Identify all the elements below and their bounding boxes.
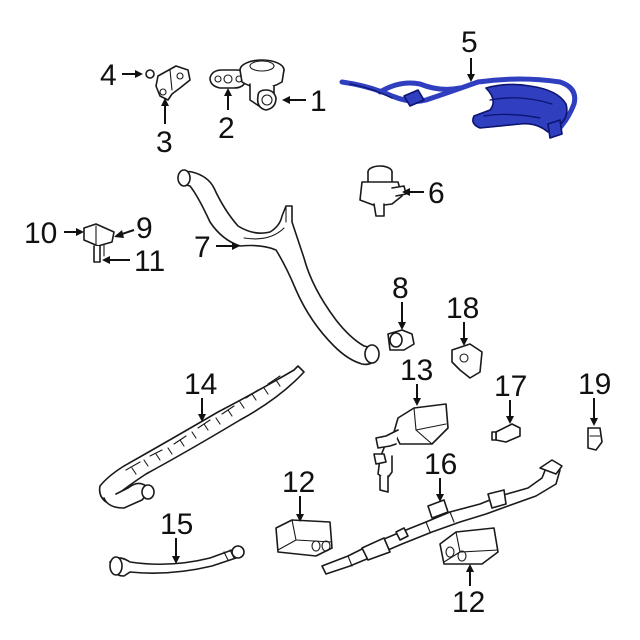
callout-8[interactable]: 8: [392, 272, 409, 305]
part-10-sensor[interactable]: [83, 223, 115, 247]
part-17-sensor[interactable]: [491, 423, 521, 443]
callout-4[interactable]: 4: [100, 59, 117, 92]
part-3-bracket[interactable]: [155, 65, 191, 101]
part-18-bracket[interactable]: [451, 343, 483, 379]
part-13-canister[interactable]: [373, 403, 449, 493]
callout-6[interactable]: 6: [428, 177, 445, 210]
callout-12-left[interactable]: 12: [282, 466, 315, 499]
part-4-oring[interactable]: [145, 69, 155, 79]
callout-labels: 1 2 3 4 5 6 7 8 9 10 11 12 12 13 14 15 1…: [24, 26, 611, 619]
callout-1[interactable]: 1: [310, 85, 327, 118]
callout-11[interactable]: 11: [134, 245, 165, 278]
leader-lines: [64, 58, 598, 586]
part-16-exhaust-assembly[interactable]: [321, 459, 563, 575]
callout-12-right[interactable]: 12: [452, 586, 485, 619]
callout-7[interactable]: 7: [194, 231, 211, 264]
callout-10[interactable]: 10: [24, 217, 57, 250]
callout-18[interactable]: 18: [446, 292, 479, 325]
part-7-egr-pipe[interactable]: [177, 169, 380, 366]
callout-3[interactable]: 3: [156, 126, 173, 159]
callout-15[interactable]: 15: [160, 508, 193, 541]
callout-17[interactable]: 17: [494, 370, 527, 403]
part-1-egr-valve[interactable]: [239, 59, 285, 111]
callout-14[interactable]: 14: [184, 368, 217, 401]
callout-16[interactable]: 16: [424, 448, 457, 481]
part-5-highlighted-assembly[interactable]: [339, 76, 578, 139]
part-12-box-left[interactable]: [275, 519, 333, 557]
callout-9[interactable]: 9: [136, 212, 153, 245]
part-15-hose[interactable]: [109, 545, 245, 577]
part-14-hose[interactable]: [98, 365, 305, 509]
part-12-box-right[interactable]: [439, 527, 499, 565]
part-6-solenoid[interactable]: [359, 165, 407, 217]
callout-19[interactable]: 19: [578, 368, 611, 401]
callout-13[interactable]: 13: [400, 354, 433, 387]
part-11-sensor-leads[interactable]: [93, 243, 105, 263]
callout-5[interactable]: 5: [461, 26, 478, 59]
part-8-fitting[interactable]: [387, 329, 415, 351]
callout-2[interactable]: 2: [218, 112, 235, 145]
part-19-sensor[interactable]: [587, 427, 603, 451]
